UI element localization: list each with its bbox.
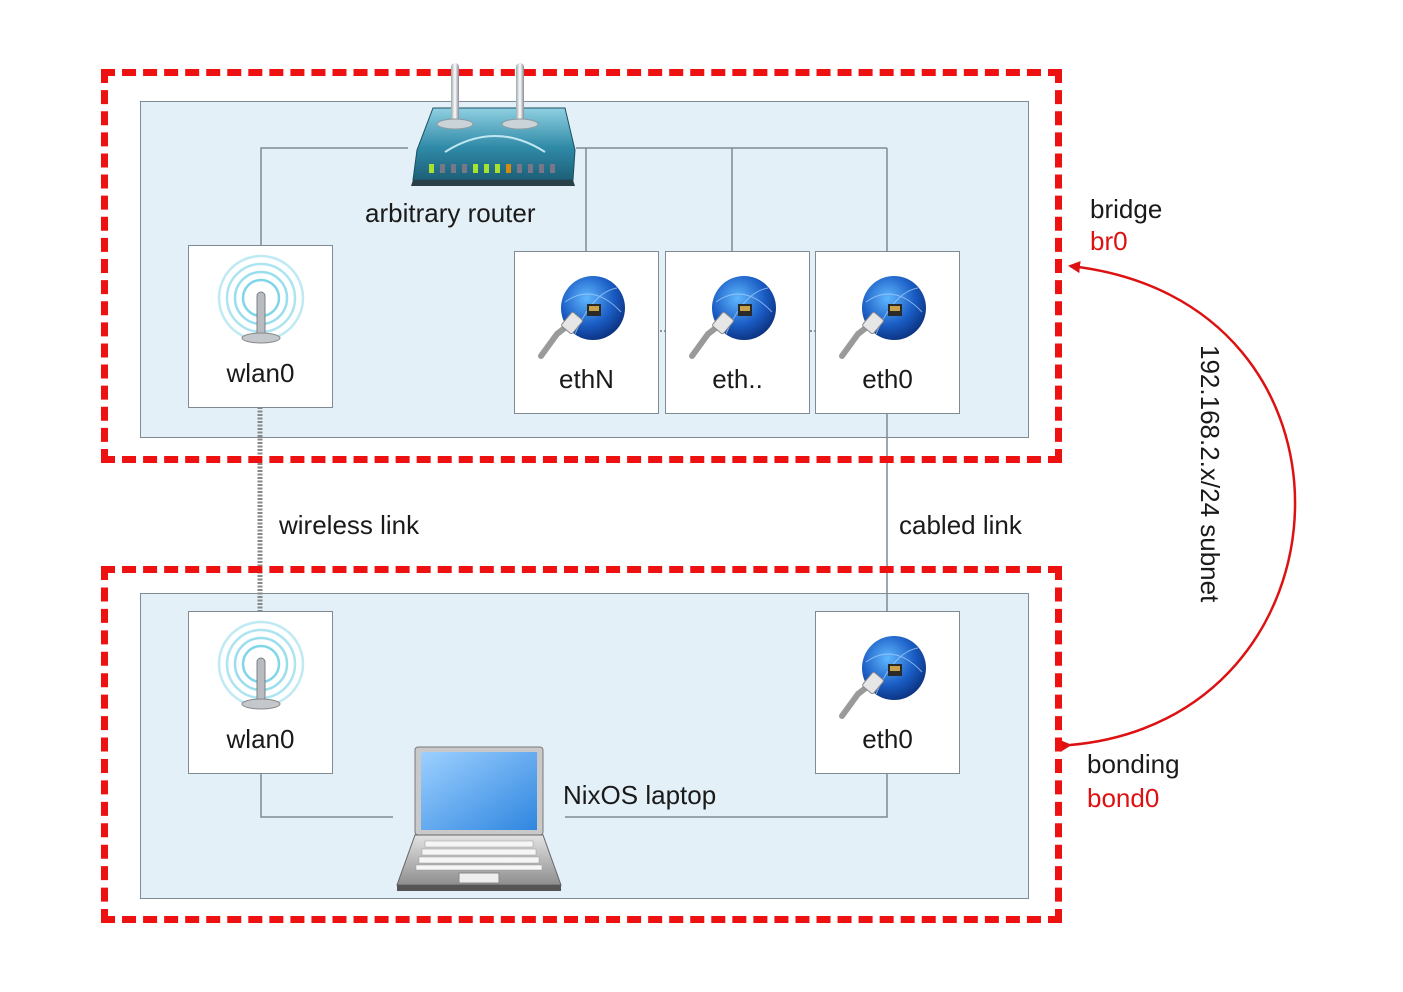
bottom-eth0-node[interactable]: eth0 (815, 611, 960, 774)
bonding-type-label: bonding (1087, 749, 1180, 779)
ethernet-globe-icon (538, 276, 625, 359)
node-label: eth0 (862, 724, 913, 754)
subnet-arc (1059, 261, 1297, 752)
node-label: eth0 (862, 364, 913, 394)
wireless-antenna-icon (217, 620, 305, 710)
ethernet-globe-icon (839, 276, 926, 359)
node-label: eth.. (712, 364, 763, 394)
router-label: arbitrary router (365, 198, 536, 228)
bridge-group-border (101, 69, 1062, 463)
laptop[interactable] (395, 745, 563, 895)
bridge-interface-label: br0 (1090, 226, 1128, 256)
router[interactable] (405, 60, 580, 190)
wireless-antenna-icon (217, 254, 305, 344)
bridge-type-label: bridge (1090, 194, 1163, 224)
router-icon (411, 63, 576, 186)
laptop-icon (396, 746, 562, 891)
node-label: wlan0 (226, 358, 295, 388)
ethernet-globe-icon (839, 636, 926, 719)
wireless-link-label: wireless link (279, 510, 420, 540)
top-eth-dots-node[interactable]: eth.. (665, 251, 810, 414)
ethernet-globe-icon (689, 276, 776, 359)
wlan0-laptop-line (260, 773, 393, 818)
top-wlan0-node[interactable]: wlan0 (188, 245, 333, 408)
bonding-group-border (101, 566, 1062, 923)
node-label: ethN (559, 364, 614, 394)
bottom-wlan0-node[interactable]: wlan0 (188, 611, 333, 774)
router-wlan0-line (260, 147, 408, 245)
top-ethN-node[interactable]: ethN (514, 251, 659, 414)
subnet-label: 192.168.2.x/24 subnet (1195, 345, 1225, 603)
cabled-link-label: cabled link (899, 510, 1022, 540)
node-label: wlan0 (226, 724, 295, 754)
laptop-label: NixOS laptop (563, 780, 717, 810)
eth0-laptop-line (565, 773, 888, 818)
top-eth0-node[interactable]: eth0 (815, 251, 960, 414)
bonding-interface-label: bond0 (1087, 783, 1160, 813)
